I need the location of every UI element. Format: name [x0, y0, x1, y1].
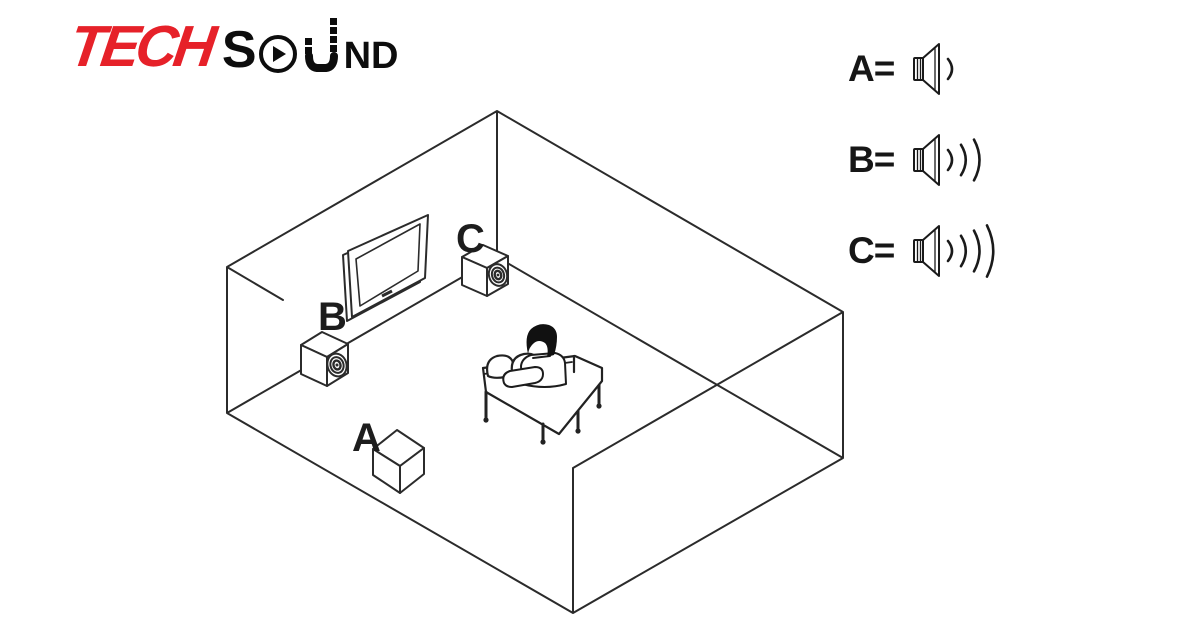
legend-label-a: A= [848, 48, 895, 89]
volume-legend: A= B= C= [848, 38, 1148, 311]
legend-row-b: B= [848, 129, 1148, 191]
sofa-foot [596, 403, 602, 409]
sound-wave-arc [959, 143, 968, 177]
person [502, 324, 567, 388]
sofa-front-legs [484, 390, 545, 442]
legend-label-b: B= [848, 139, 895, 180]
speaker-b [300, 331, 349, 387]
brand-s-letter: S [221, 21, 257, 80]
brand-nd-letters: ND [343, 35, 399, 78]
brand-tech-text: TECH [65, 13, 217, 79]
sofa-foot [540, 439, 546, 445]
sound-wave-arc [946, 148, 954, 172]
room-label-c: C [456, 217, 485, 261]
sound-wave-arc [985, 224, 995, 278]
tv-frame [347, 214, 429, 318]
room-outline [226, 110, 844, 614]
room-edges [226, 110, 844, 614]
legend-row-c: C= [848, 220, 1148, 282]
sofa-foot [575, 428, 581, 434]
speaker-high-icon [913, 224, 995, 278]
sound-wave-arc [946, 57, 954, 81]
sound-wave-arc [946, 239, 954, 263]
play-icon [258, 35, 297, 73]
play-triangle-icon [273, 46, 287, 62]
sound-wave-arc [972, 229, 981, 273]
equalizer-u-icon [304, 18, 338, 72]
room-label-b: B [318, 295, 347, 339]
speaker-medium-icon [913, 134, 981, 186]
speaker-c-cone [487, 263, 509, 287]
speaker-low-icon [913, 43, 954, 95]
person-arm [502, 366, 544, 388]
sound-wave-arc [972, 138, 981, 182]
speaker-c [461, 244, 509, 297]
person-hair [526, 324, 557, 357]
cube-a-front [399, 447, 425, 494]
tv-stand [381, 289, 393, 298]
brand-sound-text: S ND [221, 16, 399, 80]
room-label-a: A [352, 416, 381, 460]
tv-screen [355, 223, 421, 307]
sofa-foot [483, 417, 489, 423]
legend-label-c: C= [848, 230, 895, 271]
brand-logo: TECH S ND [65, 14, 399, 80]
speaker-b-cone [326, 352, 348, 378]
tv [342, 214, 429, 322]
legend-row-a: A= [848, 38, 1148, 100]
sound-wave-arc [959, 234, 968, 268]
cube-a [372, 429, 425, 494]
